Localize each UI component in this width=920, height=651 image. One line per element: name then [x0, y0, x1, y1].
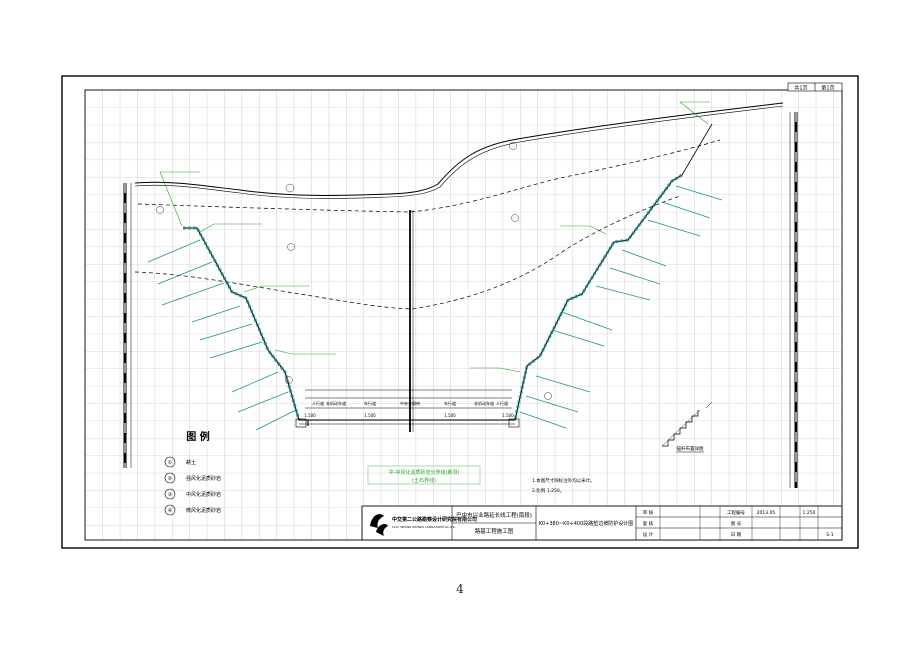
date-value: 2013.05	[757, 510, 776, 516]
inner-frame	[84, 89, 843, 541]
legend-symbol	[164, 488, 176, 500]
elevation-ruler-left	[123, 183, 132, 468]
note-1: 1.本图尺寸除标注外均以米计。	[532, 477, 595, 484]
label-drawing-no: 图 号	[731, 521, 742, 527]
soil-symbols	[156, 142, 552, 400]
left-anchor-rods	[147, 239, 297, 431]
bottom-dimensions: 1.500 1.500 1.500 1.500	[304, 413, 514, 418]
elevation-ruler-right	[789, 112, 798, 488]
svg-text:人行道: 人行道	[312, 400, 324, 406]
company-logo	[370, 514, 388, 536]
sheet-no-label: 第1页	[821, 85, 834, 92]
legend-symbol	[164, 456, 176, 468]
svg-text:车行道: 车行道	[444, 400, 456, 406]
label-project-no: 工程编号	[727, 509, 745, 516]
road-lane-labels: 人行道 非机动车道 车行道 中央分隔带 车行道 非机动车道 人行道	[312, 400, 508, 406]
svg-text:1.500: 1.500	[364, 413, 376, 418]
road-cross-section	[295, 389, 520, 428]
legend-symbol-text: ④	[168, 508, 173, 514]
legend-label: 中风化泥质砂岩	[186, 491, 221, 498]
outer-frame	[61, 75, 859, 549]
org-name-en: CCCC SECOND HIGHWAY CONSULTANTS CO.,LTD.	[392, 525, 456, 529]
drawing-title: K0+380~K0+400段路堑边坡防护设计图	[539, 520, 634, 527]
role-design: 设 计	[643, 531, 654, 538]
svg-text:非机动车道: 非机动车道	[326, 400, 346, 406]
org-name: 中交第二公路勘察设计研究院有限公司	[392, 516, 477, 523]
right-anchor-rods	[519, 185, 723, 429]
centerline	[409, 210, 414, 432]
center-note-line2: (土石界线)	[412, 477, 436, 484]
page-number: 4	[456, 582, 464, 596]
svg-text:非机动车道: 非机动车道	[474, 400, 494, 406]
slope-callouts	[159, 101, 710, 373]
legend: 图 例 ① 耕土 ② 强风化泥质砂岩 ③ 中风化泥质砂岩 ④ 微风化泥质砂岩	[164, 430, 221, 516]
legend-symbol	[164, 504, 176, 516]
label-date: 日 期	[731, 532, 742, 538]
sheet-total-label: 共1页	[794, 85, 807, 92]
svg-text:中央分隔带: 中央分隔带	[400, 400, 420, 406]
legend-symbol	[164, 472, 176, 484]
title-block: 中交第二公路勘察设计研究院有限公司 CCCC SECOND HIGHWAY CO…	[361, 505, 843, 541]
svg-text:车行道: 车行道	[364, 400, 376, 406]
legend-label: 耕土	[186, 459, 196, 466]
svg-text:1.500: 1.500	[444, 413, 456, 418]
anchor-detail: 锚杆布置详图	[661, 401, 713, 453]
ground-line	[134, 102, 784, 196]
general-notes: 1.本图尺寸除标注外均以米计。 2.比例 1:250。	[532, 477, 595, 494]
project-line-2: 路基工程施工图	[475, 527, 514, 535]
legend-symbol-text: ③	[168, 492, 172, 498]
legend-symbol-text: ②	[168, 476, 173, 482]
legend-label: 强风化泥质砂岩	[186, 475, 221, 482]
legend-symbol-text: ①	[168, 460, 173, 466]
legend-label: 微风化泥质砂岩	[186, 507, 221, 514]
svg-text:1.500: 1.500	[502, 413, 514, 418]
sequence-value: S-1	[826, 532, 833, 538]
boundary-strong-weathered	[137, 139, 721, 213]
legend-title: 图 例	[186, 430, 209, 443]
scale-value: 1:250	[803, 510, 816, 516]
role-review: 审 核	[643, 509, 654, 516]
sheet-count-box: 共1页 第1页	[787, 82, 843, 92]
svg-text:1.500: 1.500	[304, 413, 316, 418]
role-check: 复 核	[643, 520, 654, 527]
project-line-1: 巴中市兴业路延长线工程(南段)	[456, 511, 532, 519]
svg-text:人行道: 人行道	[496, 400, 508, 406]
note-2: 2.比例 1:250。	[532, 487, 564, 494]
center-note-line1: 中-中风化泥质砂岩分界线(推测)	[389, 469, 460, 476]
detail-label: 锚杆布置详图	[677, 445, 704, 452]
